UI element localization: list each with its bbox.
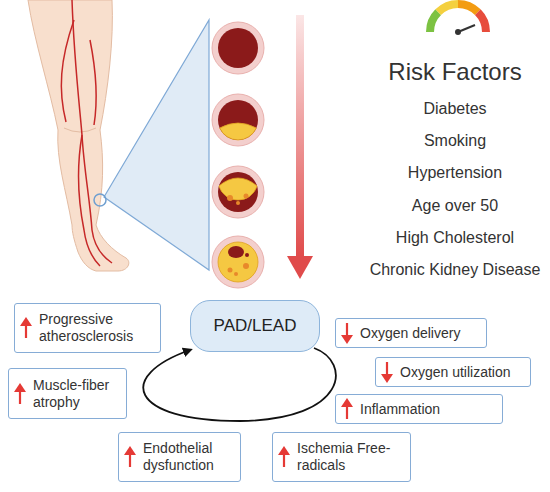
artery-cross-section [212, 236, 264, 288]
effect-label: Oxygen utilization [400, 364, 511, 381]
risk-gauge [430, 4, 486, 35]
risk-factor: Age over 50 [355, 197, 550, 215]
zoom-marker [94, 194, 106, 206]
text-holder: Progressive atherosclerosis [39, 311, 154, 345]
artery-lines [61, 0, 112, 266]
text-holder: Ischemia Free-radicals [297, 440, 404, 474]
increase-arrow [278, 446, 290, 468]
effect-box: Oxygen utilization [375, 357, 531, 387]
artery-cross-section [212, 166, 264, 218]
increase-arrow [124, 446, 136, 468]
risk-factor: High Cholesterol [355, 229, 550, 247]
leg-illustration [28, 0, 129, 271]
effect-label: Ischemia Free-radicals [297, 440, 404, 474]
effect-label: Inflammation [360, 401, 440, 418]
effect-label: Endothelial dysfunction [143, 440, 234, 474]
risk-factor: Diabetes [355, 100, 550, 118]
effect-box: Progressive atherosclerosis [14, 303, 161, 353]
progression-arrow [287, 15, 313, 279]
effect-box: Inflammation [335, 394, 503, 424]
artery-cross-section [212, 22, 264, 74]
effect-label: Oxygen delivery [360, 325, 460, 342]
artery-cross-section [212, 94, 264, 146]
risk-factor: Chronic Kidney Disease [355, 261, 550, 279]
risk-factor: Hypertension [355, 164, 550, 182]
text-holder: Oxygen delivery [360, 325, 460, 342]
effect-label: Muscle-fiber atrophy [33, 377, 120, 411]
effect-label: Progressive atherosclerosis [39, 311, 154, 345]
effect-box: Ischemia Free-radicals [272, 432, 411, 482]
text-holder: Endothelial dysfunction [143, 440, 234, 474]
text-holder: Inflammation [360, 401, 440, 418]
increase-arrow [341, 398, 353, 420]
increase-arrow [14, 383, 26, 405]
risk-factor: Smoking [355, 132, 550, 150]
effect-box: Oxygen delivery [335, 318, 487, 348]
zoom-triangle [104, 20, 209, 270]
increase-arrow [20, 317, 32, 339]
section-heading: Risk Factors [355, 58, 550, 86]
decrease-arrow [341, 322, 353, 344]
central-condition: PAD/LEAD [190, 300, 320, 352]
condition-label: PAD/LEAD [214, 316, 297, 336]
text-holder: Oxygen utilization [400, 364, 511, 381]
effect-box: Endothelial dysfunction [118, 432, 241, 482]
decrease-arrow [381, 361, 393, 383]
text-holder: Muscle-fiber atrophy [33, 377, 120, 411]
text-holder: PAD/LEAD [214, 316, 297, 336]
knee-line [64, 128, 96, 132]
cycle-loop [143, 348, 336, 421]
effect-box: Muscle-fiber atrophy [8, 368, 127, 419]
